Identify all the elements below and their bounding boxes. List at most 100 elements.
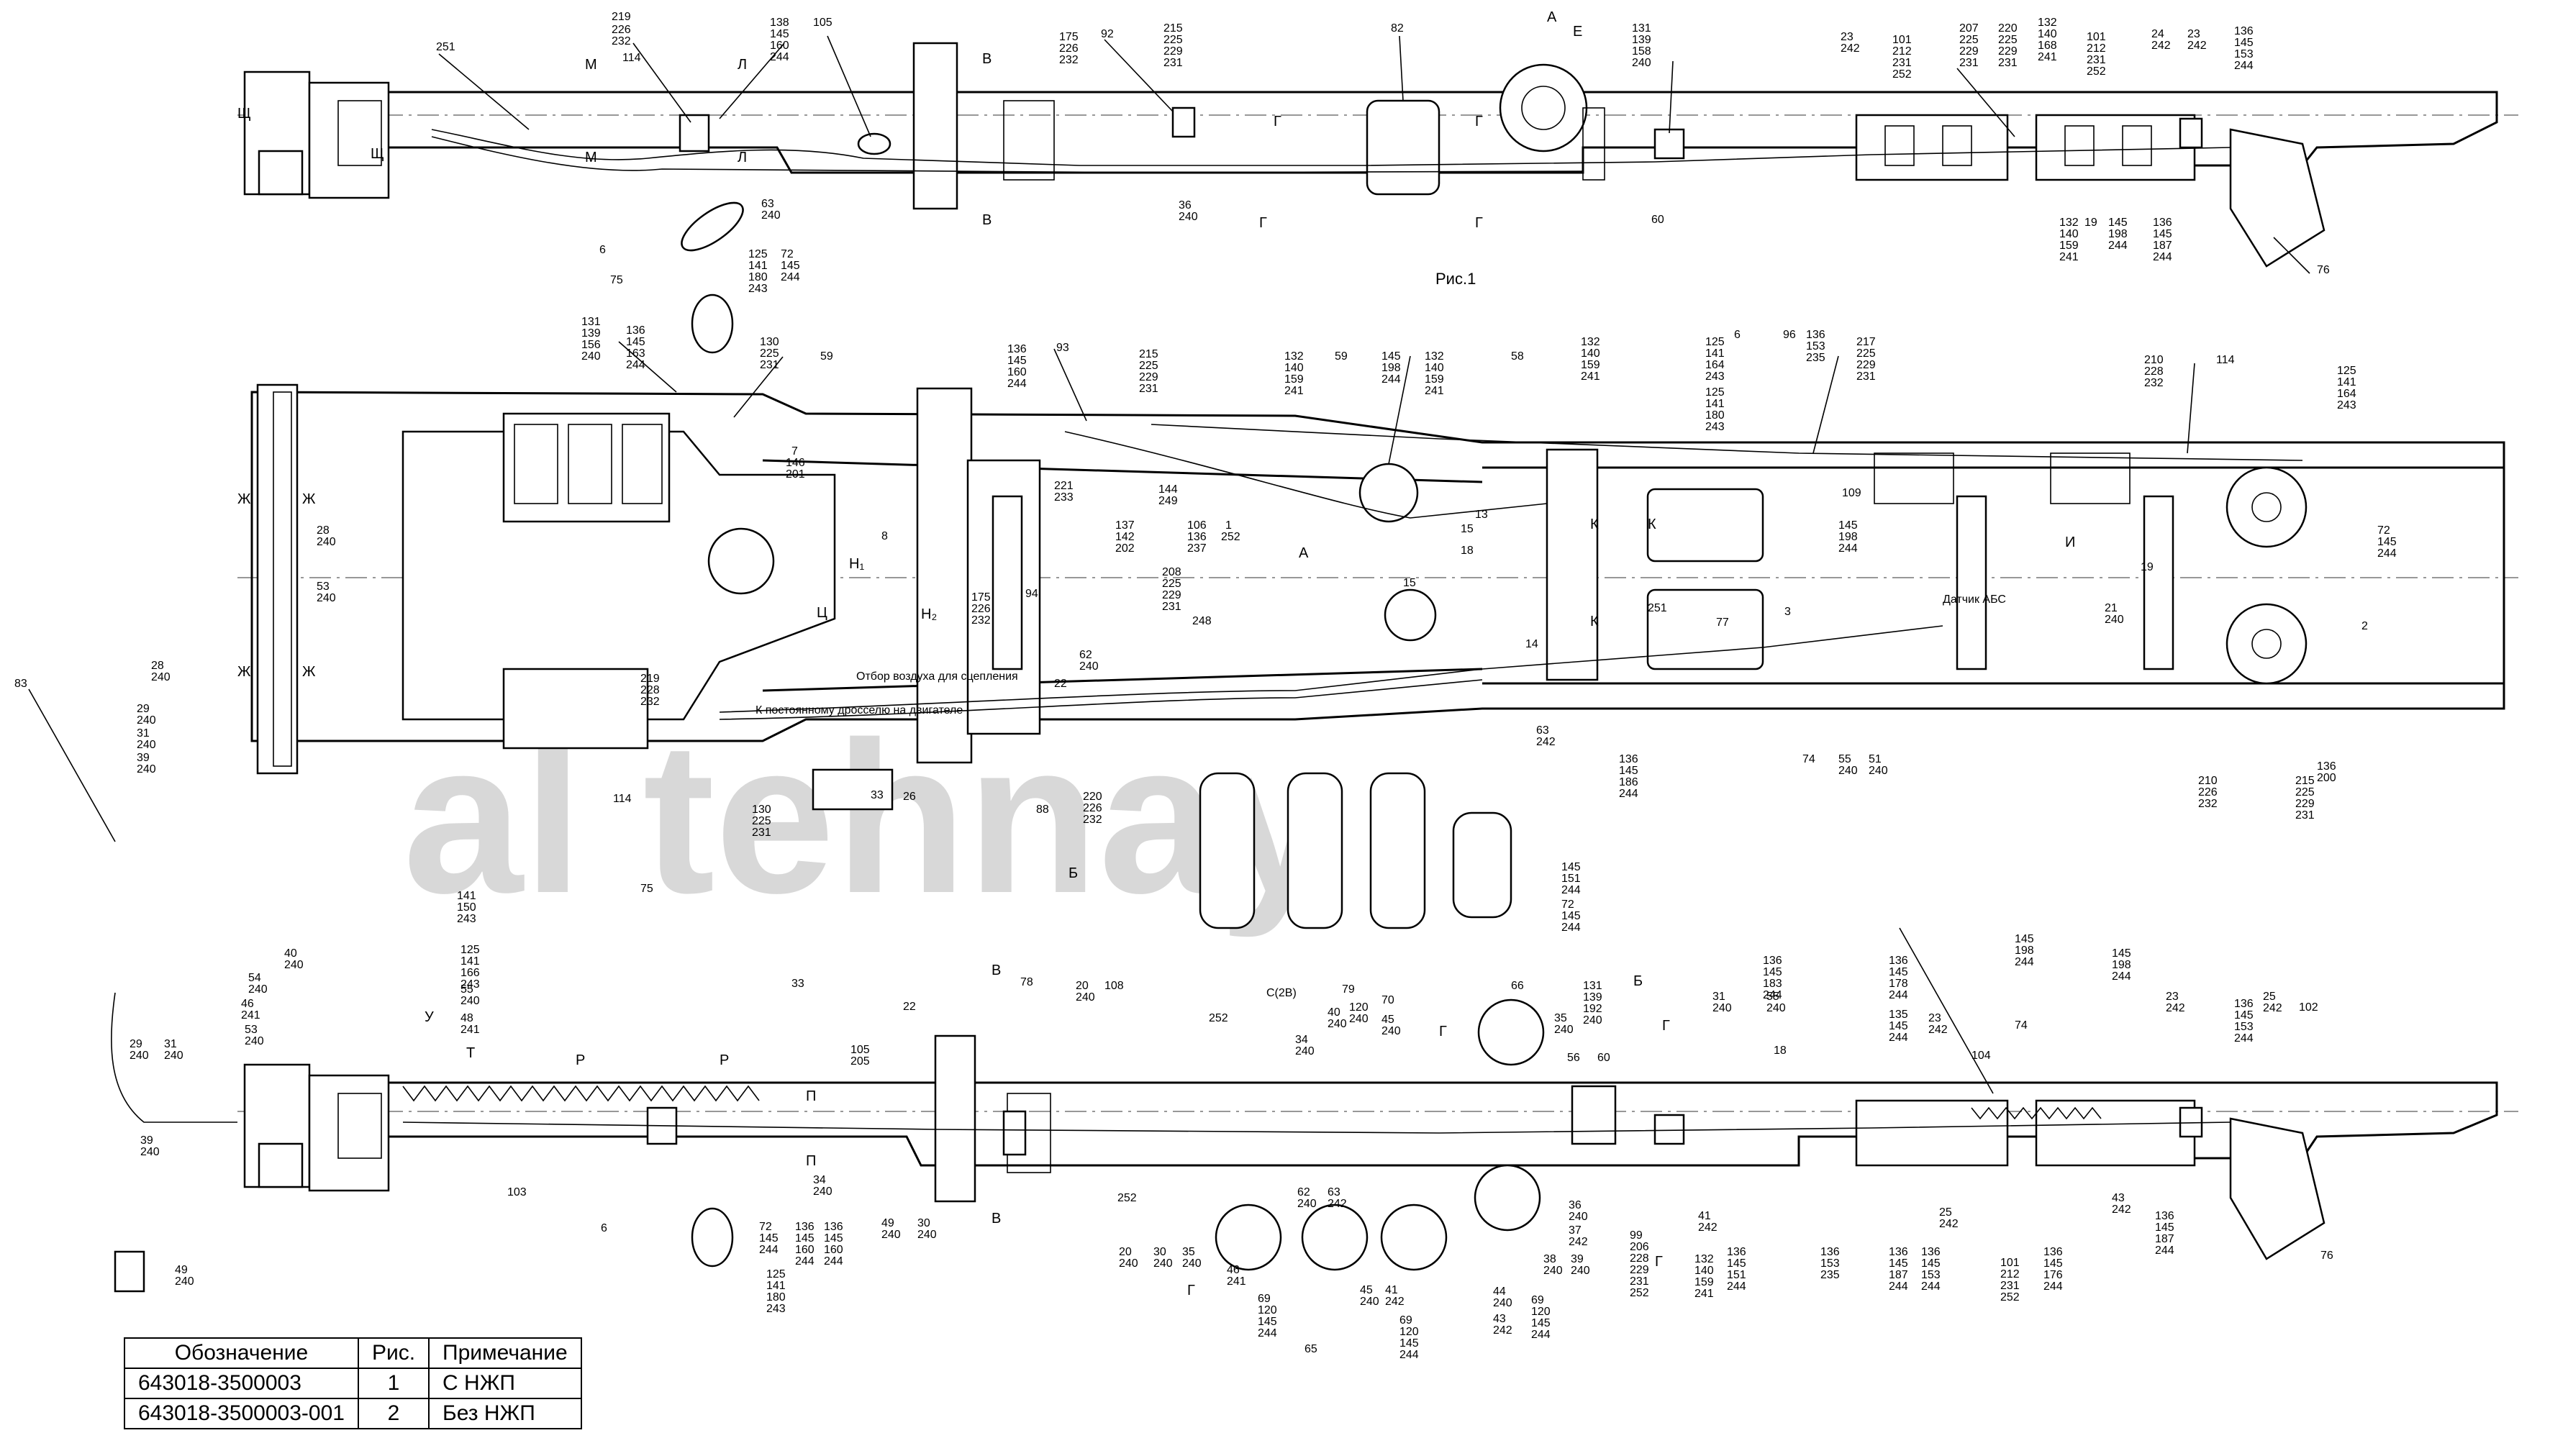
svg-text:240: 240 — [1554, 1024, 1574, 1036]
svg-text:24: 24 — [2151, 28, 2164, 40]
svg-text:101: 101 — [1892, 34, 1912, 46]
svg-text:219: 219 — [640, 673, 660, 685]
svg-text:240: 240 — [164, 1050, 183, 1062]
svg-text:240: 240 — [248, 983, 268, 996]
svg-text:74: 74 — [1802, 753, 1815, 765]
svg-text:252: 252 — [1630, 1287, 1649, 1299]
svg-text:136: 136 — [1820, 1246, 1840, 1258]
svg-text:40: 40 — [284, 947, 297, 960]
svg-text:206: 206 — [1630, 1241, 1649, 1253]
svg-text:187: 187 — [2153, 240, 2172, 252]
svg-text:226: 226 — [612, 24, 631, 36]
svg-text:29: 29 — [137, 703, 150, 715]
svg-text:120: 120 — [1258, 1304, 1277, 1316]
svg-text:242: 242 — [1928, 1024, 1948, 1036]
svg-text:242: 242 — [1536, 736, 1556, 748]
svg-text:Щ: Щ — [371, 146, 384, 162]
svg-text:132: 132 — [2038, 17, 2057, 29]
svg-text:79: 79 — [1342, 983, 1355, 996]
svg-text:14: 14 — [1525, 638, 1538, 650]
top-view-leaders — [438, 35, 2310, 274]
svg-text:131: 131 — [1632, 22, 1651, 35]
svg-text:192: 192 — [1583, 1003, 1602, 1015]
svg-text:Г: Г — [1274, 114, 1281, 129]
svg-text:240: 240 — [137, 739, 156, 751]
svg-text:244: 244 — [781, 271, 800, 283]
svg-text:210: 210 — [2198, 775, 2218, 787]
table-row: 643018-3500003-001 2 Без НЖП — [124, 1398, 582, 1429]
svg-text:145: 145 — [626, 336, 645, 348]
svg-text:25: 25 — [2263, 991, 2276, 1003]
svg-text:39: 39 — [140, 1134, 153, 1147]
col-note-header: Примечание — [428, 1337, 582, 1369]
svg-text:19: 19 — [2141, 561, 2154, 573]
svg-text:244: 244 — [1381, 373, 1401, 386]
svg-text:45: 45 — [1360, 1284, 1373, 1296]
svg-text:240: 240 — [460, 995, 480, 1007]
svg-text:240: 240 — [1493, 1297, 1512, 1309]
svg-text:244: 244 — [824, 1255, 843, 1268]
svg-text:145: 145 — [1727, 1257, 1746, 1270]
svg-text:109: 109 — [1842, 487, 1861, 499]
svg-text:125: 125 — [460, 944, 480, 956]
svg-text:120: 120 — [1349, 1001, 1369, 1014]
svg-text:252: 252 — [2087, 65, 2106, 78]
svg-text:240: 240 — [761, 209, 781, 222]
svg-text:241: 241 — [460, 1024, 480, 1036]
svg-text:240: 240 — [317, 592, 336, 604]
svg-text:243: 243 — [1705, 421, 1725, 433]
svg-text:240: 240 — [137, 714, 156, 727]
chassis-bottom-view — [111, 992, 2518, 1293]
svg-text:240: 240 — [1119, 1257, 1138, 1270]
svg-text:72: 72 — [2377, 524, 2390, 537]
svg-text:В: В — [992, 963, 1001, 978]
svg-text:151: 151 — [1727, 1269, 1746, 1281]
svg-text:23: 23 — [2166, 991, 2179, 1003]
svg-text:160: 160 — [1007, 366, 1027, 378]
svg-text:242: 242 — [2187, 40, 2207, 52]
svg-text:145: 145 — [2234, 37, 2254, 49]
svg-text:225: 225 — [1998, 34, 2018, 46]
svg-text:31: 31 — [164, 1038, 177, 1050]
svg-text:33: 33 — [791, 978, 804, 990]
svg-text:244: 244 — [1889, 1032, 1908, 1044]
svg-text:В: В — [982, 212, 992, 228]
svg-text:Р: Р — [576, 1052, 585, 1068]
svg-text:212: 212 — [2000, 1268, 2020, 1280]
svg-text:240: 240 — [1079, 660, 1099, 673]
svg-text:145: 145 — [2155, 1221, 2174, 1234]
svg-text:Б: Б — [1068, 865, 1078, 881]
note-cell: С НЖП — [428, 1368, 582, 1399]
svg-text:145: 145 — [2377, 536, 2397, 548]
svg-text:145: 145 — [781, 260, 800, 272]
svg-text:Щ: Щ — [237, 106, 251, 122]
svg-text:198: 198 — [1381, 362, 1401, 374]
chassis-top-view — [237, 42, 2518, 354]
chassis-plan-view — [237, 383, 2518, 929]
svg-text:18: 18 — [1774, 1045, 1787, 1057]
svg-text:159: 159 — [1694, 1276, 1714, 1288]
svg-text:145: 145 — [759, 1232, 779, 1245]
svg-text:В: В — [992, 1211, 1001, 1227]
svg-text:220: 220 — [1083, 791, 1102, 803]
svg-text:144: 144 — [1158, 483, 1178, 496]
svg-text:75: 75 — [610, 274, 623, 286]
svg-text:207: 207 — [1959, 22, 1979, 35]
svg-text:226: 226 — [1083, 802, 1102, 814]
svg-text:226: 226 — [2198, 786, 2218, 798]
svg-text:252: 252 — [1117, 1192, 1137, 1204]
svg-text:30: 30 — [917, 1217, 930, 1229]
svg-text:Б: Б — [1633, 973, 1643, 989]
svg-text:136: 136 — [626, 324, 645, 337]
svg-text:231: 231 — [2087, 54, 2106, 66]
svg-text:2: 2 — [2361, 620, 2368, 632]
svg-text:72: 72 — [781, 248, 794, 260]
svg-text:252: 252 — [2000, 1291, 2020, 1303]
svg-text:78: 78 — [1020, 976, 1033, 988]
svg-text:219: 219 — [612, 11, 631, 23]
svg-text:244: 244 — [1531, 1329, 1551, 1341]
svg-text:251: 251 — [1648, 602, 1667, 614]
svg-text:244: 244 — [1921, 1280, 1941, 1293]
